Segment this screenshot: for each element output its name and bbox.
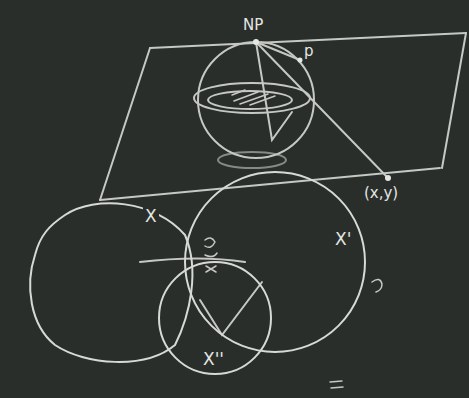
region-label: X [143, 207, 159, 226]
point-dot [385, 175, 391, 181]
hatching [232, 90, 275, 105]
chalk-mark [205, 238, 217, 272]
region-label: X' [333, 230, 353, 249]
equator [208, 91, 292, 109]
chart-region: X'' [157, 260, 273, 376]
equator [194, 83, 310, 113]
plane-edge [442, 33, 466, 168]
sphere [198, 42, 314, 158]
projection-line [256, 42, 388, 178]
point-label: p [304, 44, 314, 59]
projection-line [256, 42, 292, 140]
projection-line [256, 42, 300, 60]
chart-region: X [25, 195, 195, 370]
point-label: (x,y) [364, 186, 398, 201]
north-pole-dot [253, 39, 259, 45]
point-dot [298, 58, 303, 63]
chalk-mark [200, 282, 262, 335]
region-outline [25, 195, 195, 370]
plane-edge [100, 48, 150, 200]
chalk-mark [330, 381, 343, 388]
chalk-mark [372, 279, 382, 292]
point-label: NP [243, 18, 263, 33]
shadow-ellipse [218, 152, 286, 168]
region-circle [159, 262, 271, 374]
region-label: X'' [201, 350, 226, 369]
region-blob [30, 203, 192, 362]
